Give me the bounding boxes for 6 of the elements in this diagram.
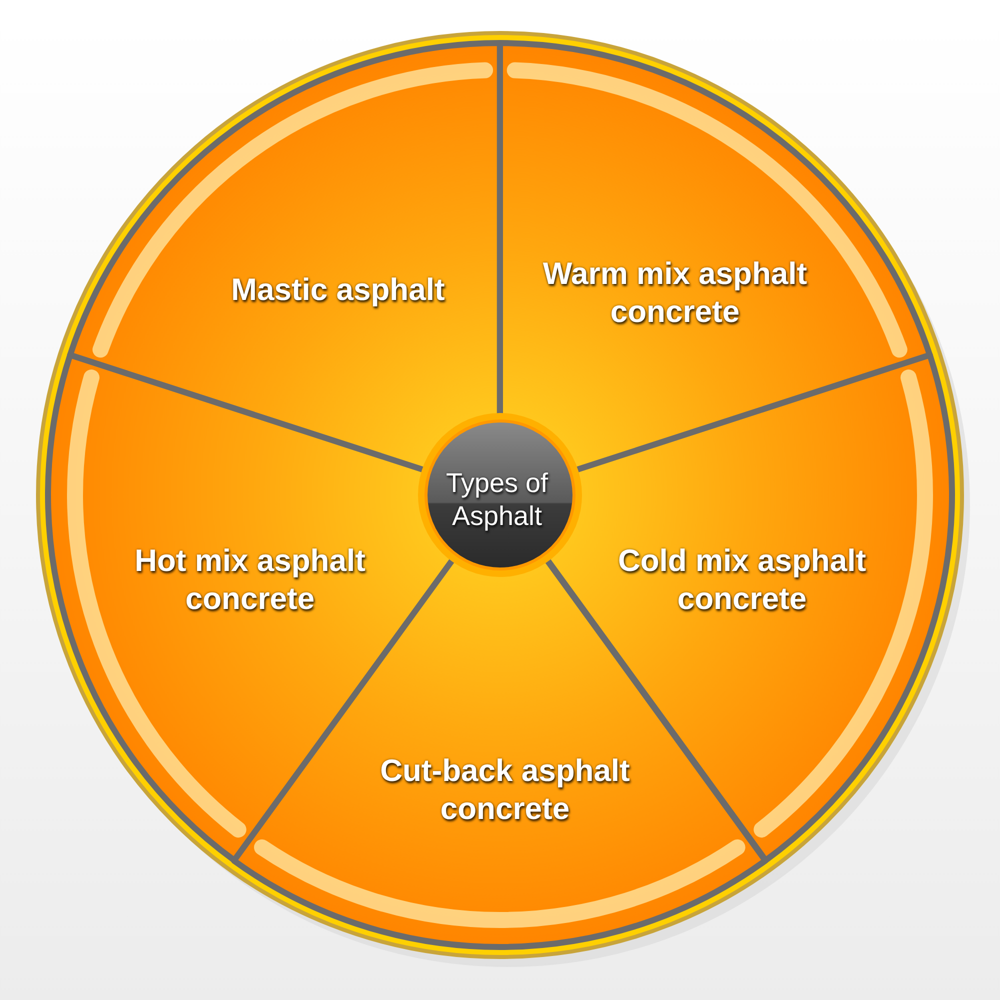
segment-label: Hot mix asphalt concrete xyxy=(134,542,366,618)
segment-label: Mastic asphalt xyxy=(230,271,446,309)
segment-label: Cut-back asphalt concrete xyxy=(379,752,631,828)
segment-label: Warm mix asphalt concrete xyxy=(542,255,808,331)
center-title: Types of Asphalt xyxy=(444,467,550,533)
segment-label: Cold mix asphalt concrete xyxy=(616,542,868,618)
